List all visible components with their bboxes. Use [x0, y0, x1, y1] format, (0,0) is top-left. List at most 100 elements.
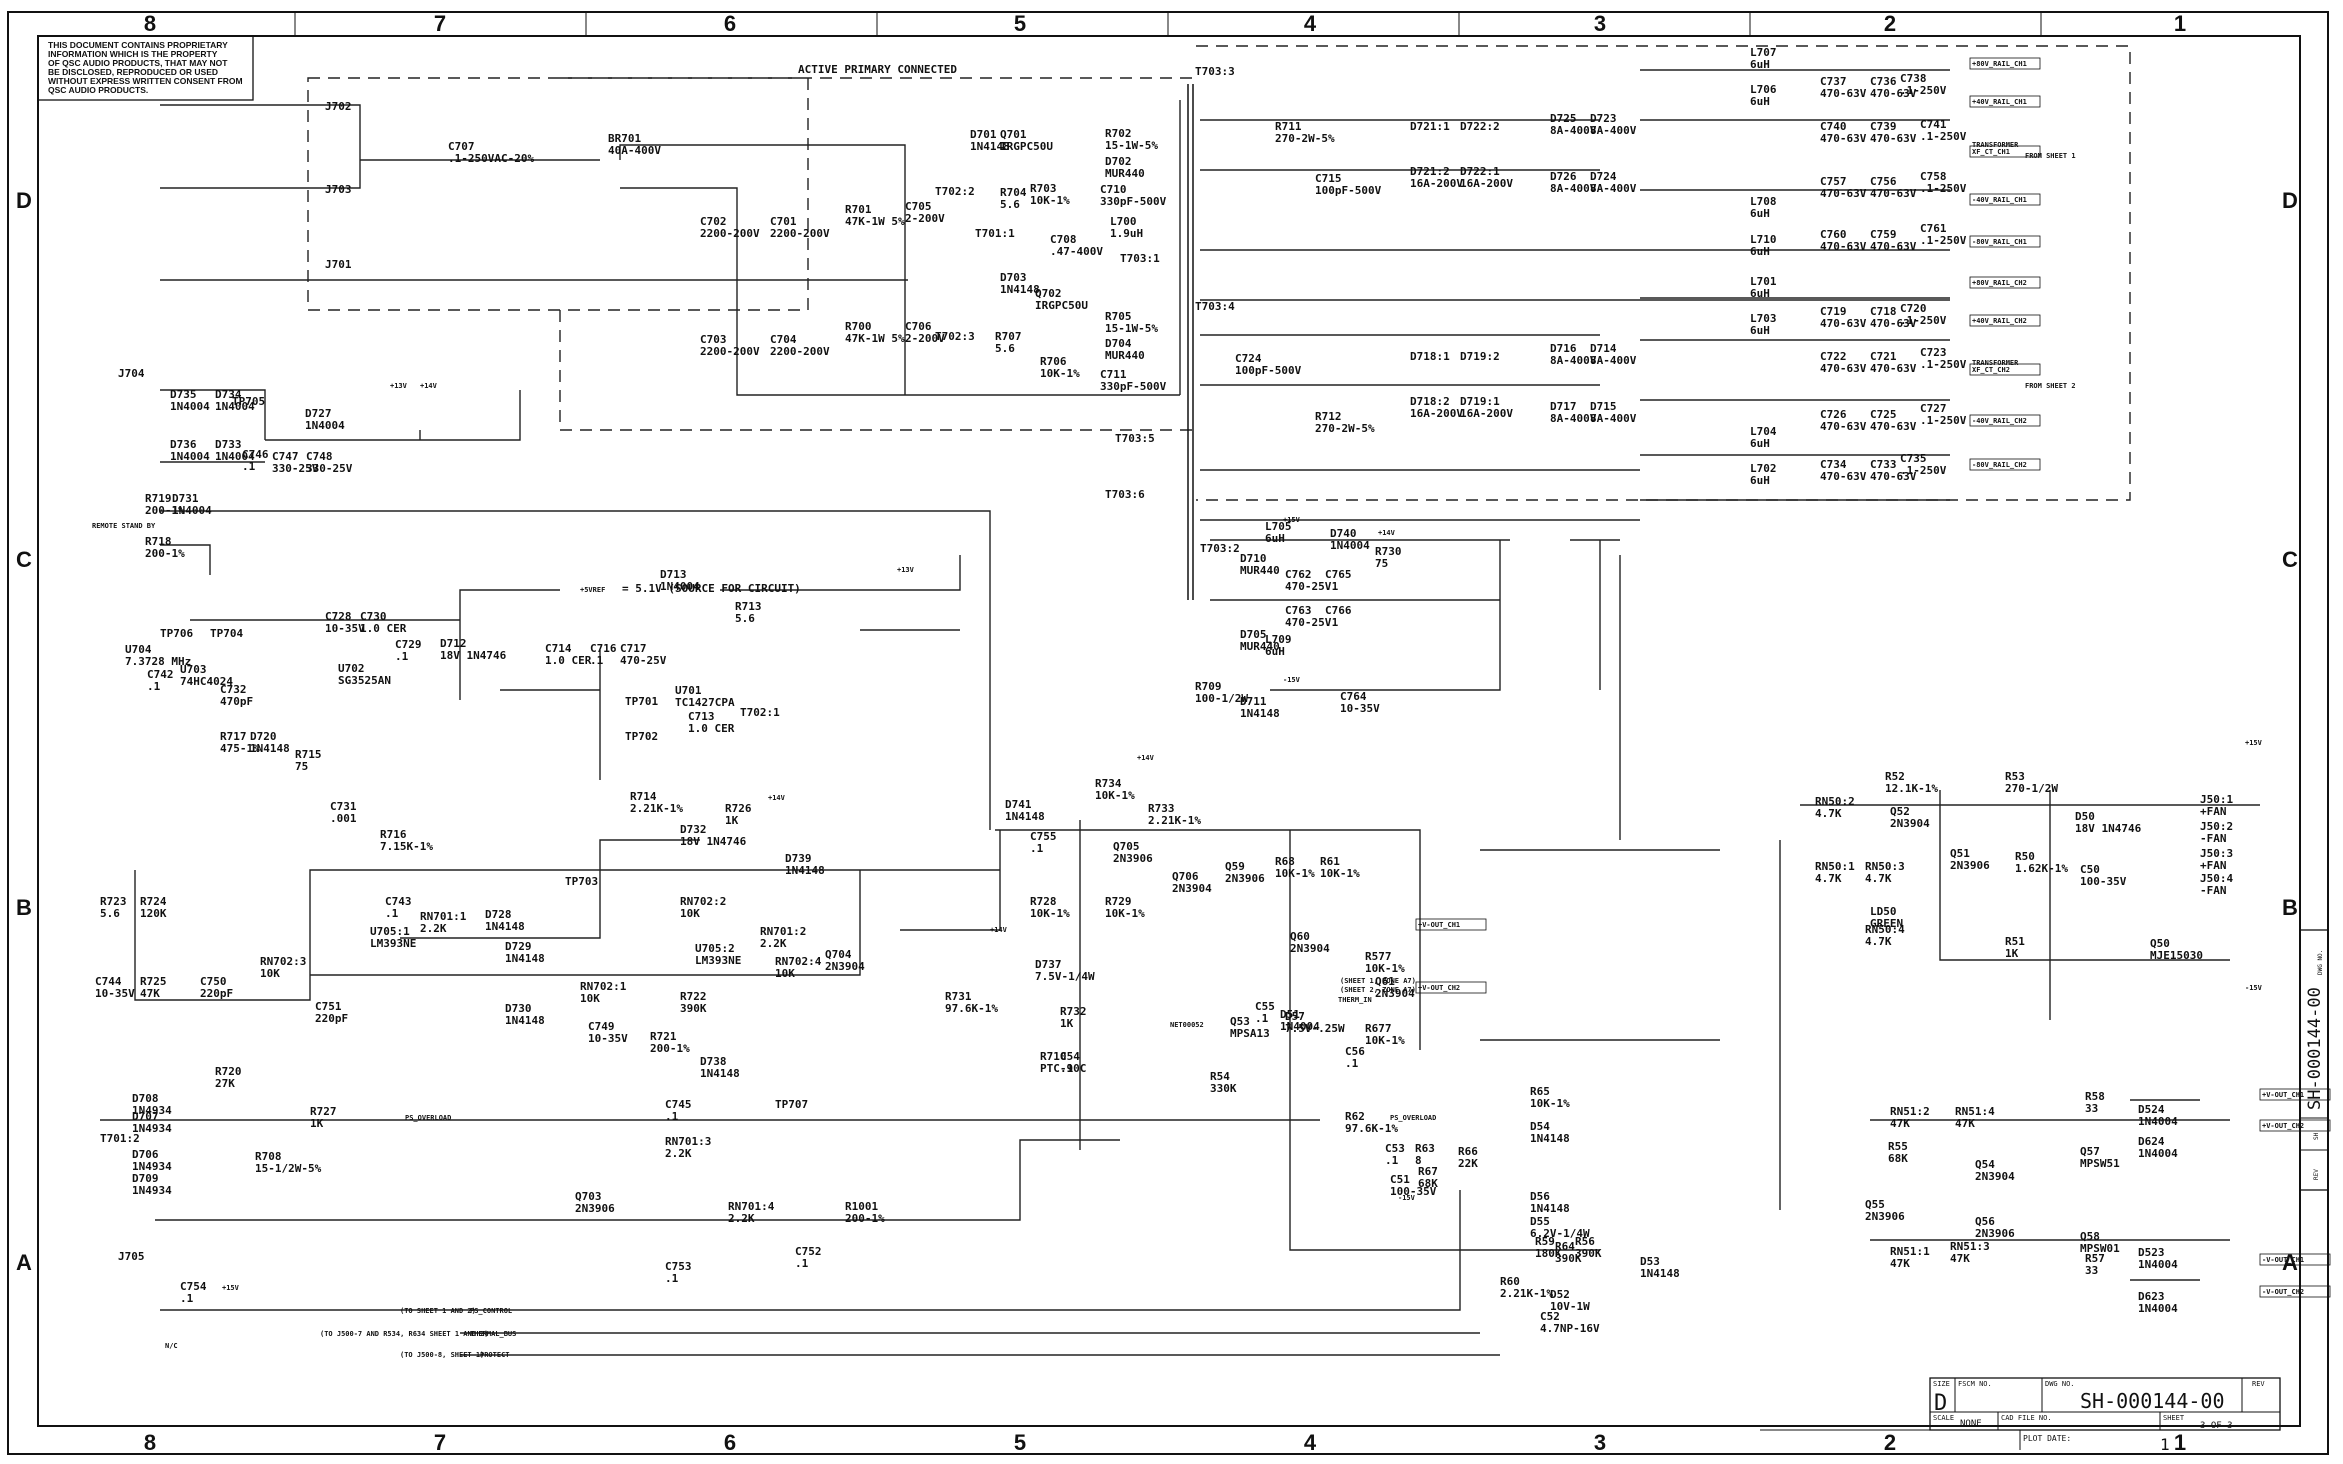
component-value: 220pF — [315, 1012, 348, 1025]
component-ref: C56 — [1345, 1045, 1365, 1058]
component-value: 27K — [215, 1077, 235, 1090]
component-ref: C735 — [1900, 452, 1927, 465]
component-value: .1-250V — [1900, 84, 1947, 97]
component-ref: D716 — [1550, 342, 1577, 355]
component-ref: TP701 — [625, 695, 658, 708]
component-ref: R65 — [1530, 1085, 1550, 1098]
component-ref: D713 — [660, 568, 687, 581]
component: C742.1 — [147, 668, 174, 693]
component-value: 1K — [1060, 1017, 1074, 1030]
component-value: 18V 1N4746 — [440, 649, 507, 662]
component-ref: U703 — [180, 663, 207, 676]
component-value: 15-1W-5% — [1105, 139, 1158, 152]
component-value: 18V 1N4746 — [680, 835, 747, 848]
sheet-label: SHEET — [2163, 1414, 2185, 1422]
component-value: .1 — [385, 907, 399, 920]
component-value: .001 — [330, 812, 357, 825]
component-value: 120K — [140, 907, 167, 920]
component-value: 1N4148 — [700, 1067, 740, 1080]
rail-label: -80V_RAIL_CH2 — [1969, 458, 2041, 471]
component-value: 6uH — [1750, 324, 1770, 337]
component-ref: C742 — [147, 668, 174, 681]
thermal-bus-label: THERMAL_BUS — [470, 1330, 516, 1338]
component-value: .1 — [1060, 1062, 1074, 1075]
rail-label: -80V_RAIL_CH1 — [1969, 235, 2041, 248]
component-value: 10K-1% — [1030, 194, 1070, 207]
component-ref: R58 — [2085, 1090, 2105, 1103]
component-value: 475-1% — [220, 742, 260, 755]
zone-column-marker: 3 — [1594, 1430, 1606, 1455]
vout-label-text: +V-OUT_CH2 — [2262, 1122, 2304, 1130]
component: C755.1 — [1030, 830, 1057, 855]
component: TP707 — [775, 1098, 808, 1111]
component-ref: D718:1 — [1410, 350, 1450, 363]
component-ref: R66 — [1458, 1145, 1478, 1158]
component-ref: C755 — [1030, 830, 1057, 843]
component-value: 2.21K-1% — [630, 802, 683, 815]
zone-row-marker: B — [16, 895, 32, 920]
component-ref: C711 — [1100, 368, 1127, 381]
component-ref: TP707 — [775, 1098, 808, 1111]
component-ref: L700 — [1110, 215, 1137, 228]
component-value: 100pF-500V — [1235, 364, 1302, 377]
component-value: 2200-200V — [700, 227, 760, 240]
component-value: 2N3904 — [1375, 987, 1415, 1000]
component-value: 47K — [1950, 1252, 1970, 1265]
component-value: LM393NE — [370, 937, 416, 950]
component: RN701:32.2K — [665, 1135, 711, 1160]
therm-note: (SHEET 2, ZONE A7) — [1340, 986, 1416, 994]
component-value: 6.2V-1/4W — [1530, 1227, 1590, 1240]
component-ref: R731 — [945, 990, 972, 1003]
component-ref: D54 — [1530, 1120, 1550, 1133]
component-value: 1N4148 — [505, 952, 545, 965]
component-value: 47K — [1890, 1257, 1910, 1270]
component-ref: RN51:4 — [1955, 1105, 1995, 1118]
component-value: 68K — [1418, 1177, 1438, 1190]
component-ref: R56 — [1575, 1235, 1595, 1248]
component-value: 1K — [310, 1117, 324, 1130]
component-value: 10K-1% — [1530, 1097, 1570, 1110]
notice-line: QSC AUDIO PRODUCTS. — [48, 85, 148, 95]
component-value: 2200-200V — [770, 227, 830, 240]
component-ref: J50:1 — [2200, 793, 2233, 806]
component-ref: C733 — [1870, 458, 1897, 471]
component-value: .1 — [795, 1257, 809, 1270]
zone-column-marker: 3 — [1594, 11, 1606, 36]
component: TP703 — [565, 875, 598, 888]
component-value: MPSA13 — [1230, 1027, 1270, 1040]
component: J702 — [325, 100, 352, 113]
component-value: 2N3904 — [825, 960, 865, 973]
component: C765.1 — [1325, 568, 1352, 593]
component-value: 2N3906 — [1975, 1227, 2015, 1240]
component-ref: D721:1 — [1410, 120, 1450, 133]
component-value: 470-63V — [1820, 362, 1867, 375]
component-ref: L704 — [1750, 425, 1777, 438]
component-value: IRGPC50U — [1035, 299, 1088, 312]
component: D719:2 — [1460, 350, 1500, 363]
zone-column-marker: 4 — [1304, 1430, 1317, 1455]
component-value: 8 — [1415, 1154, 1422, 1167]
rail-label-text: +80V_RAIL_CH2 — [1972, 279, 2027, 287]
component-ref: C752 — [795, 1245, 822, 1258]
